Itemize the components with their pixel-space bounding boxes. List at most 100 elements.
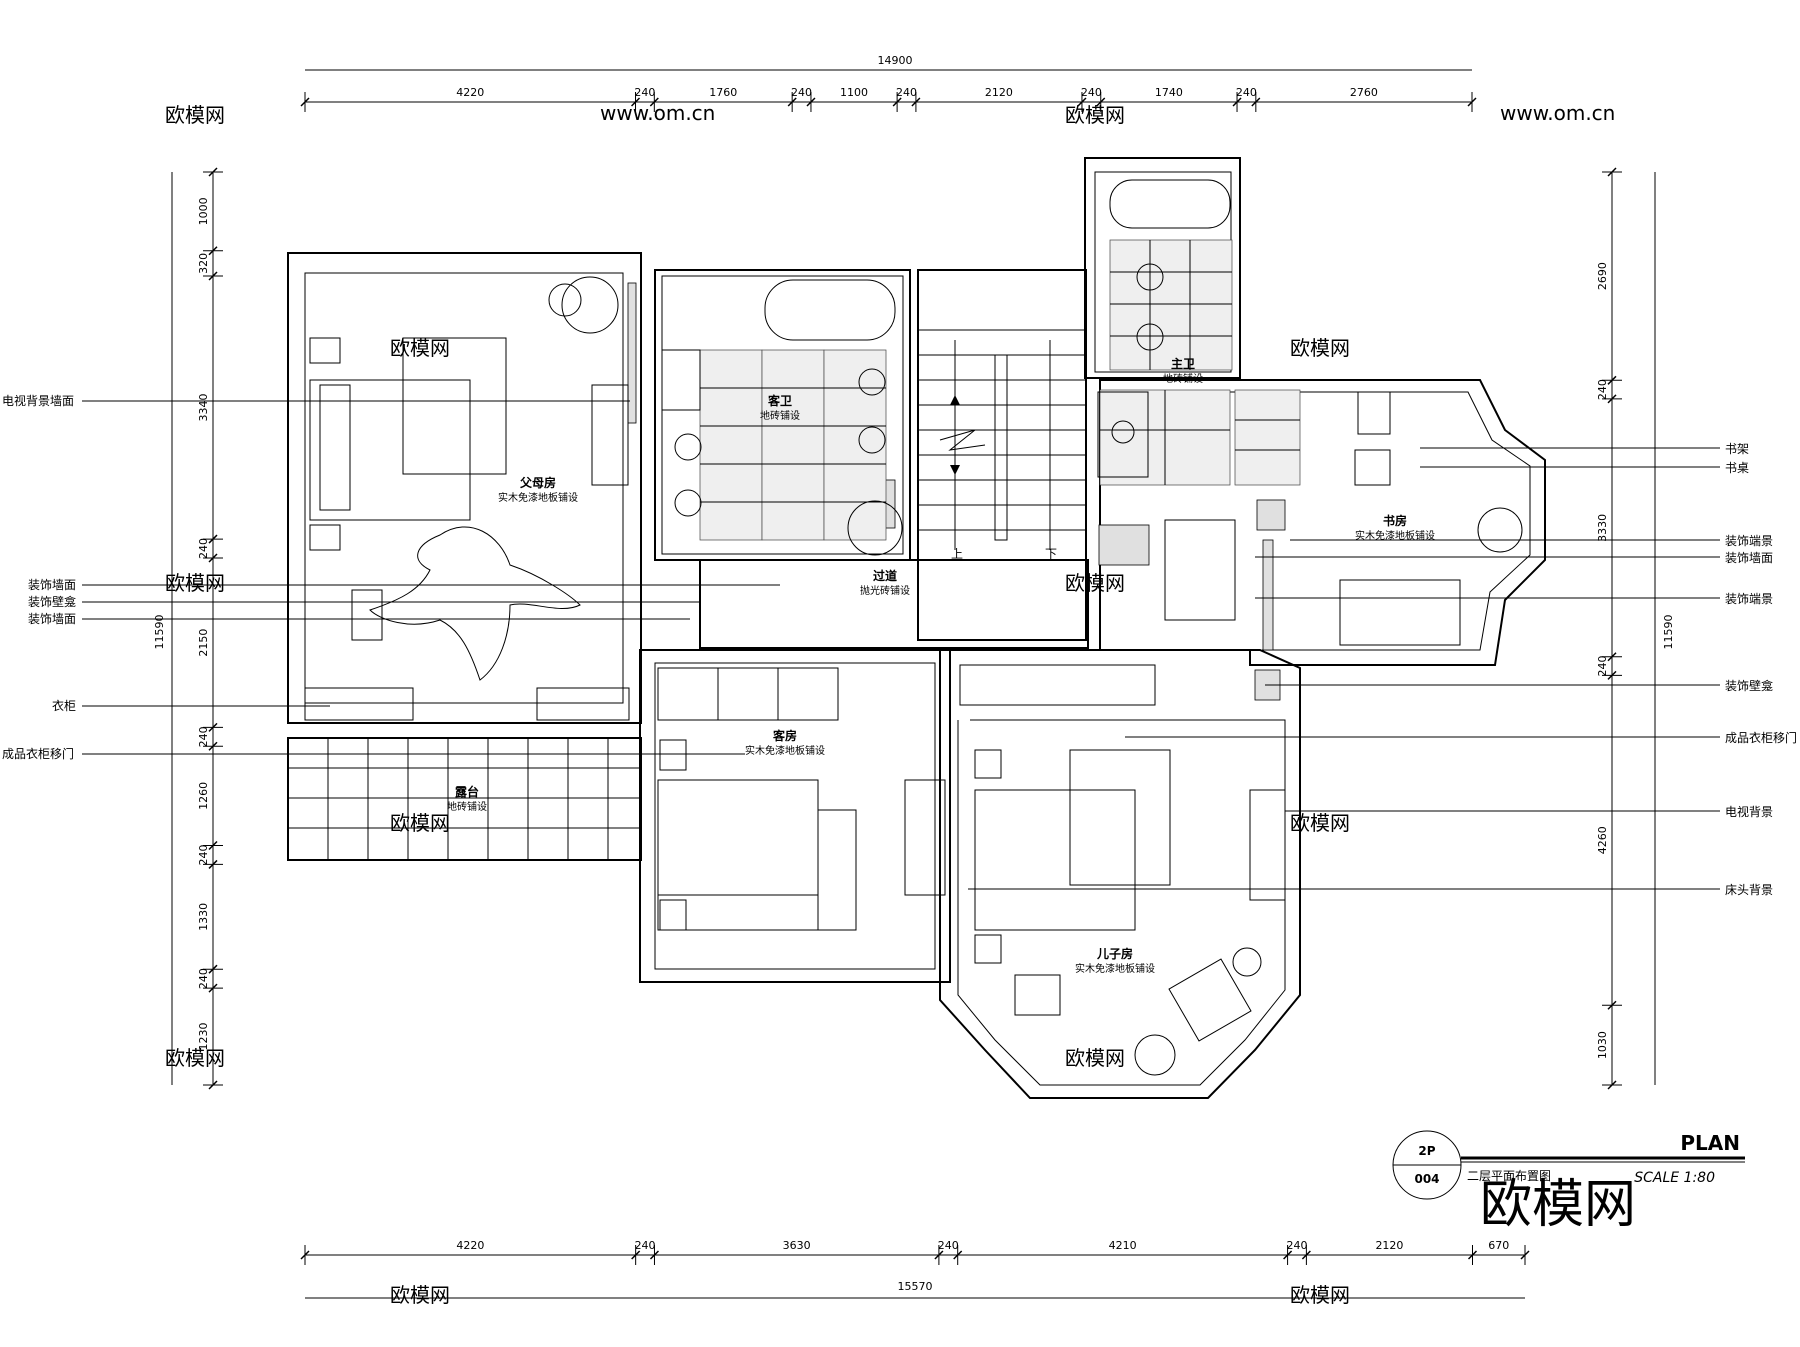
dimension-label: 1330 bbox=[197, 903, 210, 931]
sink-icon bbox=[1111, 420, 1135, 444]
watermark: 欧模网 bbox=[390, 1283, 450, 1307]
plant-icon bbox=[548, 283, 582, 317]
room-floor-terrace: 地砖铺设 bbox=[447, 800, 487, 813]
toilet-icon bbox=[674, 433, 702, 461]
sheet-number-bottom: 004 bbox=[1414, 1172, 1439, 1186]
dimension-label: 1000 bbox=[197, 197, 210, 225]
shower-icon bbox=[661, 349, 701, 411]
watermark: www.om.cn bbox=[1500, 101, 1615, 125]
bed-icon bbox=[974, 789, 1136, 931]
dresser-icon bbox=[351, 589, 383, 641]
callout-label: 书架 bbox=[1725, 442, 1749, 456]
callout-label: 成品衣柜移门 bbox=[2, 746, 74, 761]
dimension-total-right: 11590 bbox=[1662, 615, 1675, 650]
room-floor-parents: 实木免漆地板铺设 bbox=[498, 491, 578, 504]
dimension-label: 4260 bbox=[1596, 826, 1609, 854]
watermark: 欧模网 bbox=[1065, 571, 1125, 595]
left-annotations: 电视背景墙面 装饰墙面 装饰壁龛 装饰墙面 衣柜 成品衣柜移门 bbox=[2, 393, 780, 761]
plant-icon bbox=[847, 500, 903, 556]
room-name-son-room: 儿子房 bbox=[1096, 946, 1133, 961]
room-labels: 父母房 实木免漆地板铺设 客卫 地砖铺设 主卫 地砖铺设 过道 抛光砖铺设 书房… bbox=[447, 356, 1435, 975]
wardrobe-icon bbox=[536, 687, 630, 721]
nightstand-icon bbox=[974, 749, 1002, 779]
dimension-label: 240 bbox=[1236, 86, 1257, 99]
sheet-number-top: 2P bbox=[1418, 1144, 1435, 1158]
callout-label: 装饰壁龛 bbox=[1725, 678, 1773, 693]
callout-label: 电视背景墙面 bbox=[2, 393, 74, 408]
furniture bbox=[304, 179, 1523, 1076]
dimension-label: 1100 bbox=[840, 86, 868, 99]
watermark: 欧模网 bbox=[165, 1046, 225, 1070]
tv-cabinet-icon bbox=[1249, 789, 1286, 901]
room-floor-corridor: 抛光砖铺设 bbox=[860, 584, 910, 597]
brand-logo: 欧模网 bbox=[1480, 1175, 1636, 1235]
room-name-master-bath: 主卫 bbox=[1171, 356, 1195, 371]
room-name-terrace: 露台 bbox=[455, 784, 479, 799]
dimension-total-top: 14900 bbox=[878, 54, 913, 67]
armchair-icon bbox=[1168, 958, 1252, 1042]
dimension-label: 3630 bbox=[783, 1239, 811, 1252]
bed-icon bbox=[657, 779, 819, 896]
dimension-label: 670 bbox=[1488, 1239, 1509, 1252]
callout-label: 成品衣柜移门 bbox=[1725, 730, 1797, 745]
plant-icon bbox=[561, 276, 619, 334]
room-floor-guest-bath: 地砖铺设 bbox=[760, 409, 800, 422]
callout-label: 电视背景 bbox=[1725, 804, 1773, 819]
dimension-label: 240 bbox=[938, 1239, 959, 1252]
bathtub-icon bbox=[1109, 179, 1231, 229]
room-name-corridor: 过道 bbox=[873, 568, 897, 583]
chair-icon bbox=[1354, 449, 1391, 486]
dimension-label: 1760 bbox=[709, 86, 737, 99]
dimension-label: 2150 bbox=[197, 629, 210, 657]
plan-label: PLAN bbox=[1680, 1131, 1740, 1155]
rug-icon bbox=[369, 526, 581, 681]
callout-label: 装饰墙面 bbox=[1725, 551, 1773, 565]
nightstand-icon bbox=[659, 739, 687, 771]
dimension-label: 240 bbox=[1286, 1239, 1307, 1252]
dimension-label: 2120 bbox=[1375, 1239, 1403, 1252]
wardrobe-icon bbox=[657, 667, 839, 721]
dimension-total-left: 11590 bbox=[153, 615, 166, 650]
callout-label: 衣柜 bbox=[52, 698, 76, 713]
nightstand-icon bbox=[974, 934, 1002, 964]
wall-terrace bbox=[287, 737, 642, 861]
plant-icon bbox=[1477, 507, 1523, 553]
callout-label: 装饰墙面 bbox=[28, 612, 76, 626]
wall-master-bath bbox=[1084, 157, 1241, 379]
watermark: 欧模网 bbox=[165, 103, 225, 127]
dimension-label: 240 bbox=[1081, 86, 1102, 99]
watermark: 欧模网 bbox=[1290, 1283, 1350, 1307]
dimension-label: 4210 bbox=[1109, 1239, 1137, 1252]
drawing-scale: SCALE 1:80 bbox=[1634, 1170, 1715, 1186]
sink-icon bbox=[858, 368, 886, 396]
dimension-label: 240 bbox=[634, 86, 655, 99]
nightstand-icon bbox=[309, 524, 341, 551]
stair-down-label: 下 bbox=[1045, 547, 1057, 561]
desk-icon bbox=[1357, 391, 1391, 435]
room-name-guest-bath: 客卫 bbox=[767, 393, 792, 408]
dimension-label: 1030 bbox=[1596, 1031, 1609, 1059]
wall-parents-room bbox=[287, 252, 642, 724]
watermark: 欧模网 bbox=[390, 336, 450, 360]
room-name-guest-room: 客房 bbox=[772, 728, 797, 743]
tv-cabinet-icon bbox=[591, 384, 629, 486]
dimension-label: 240 bbox=[896, 86, 917, 99]
dimension-label: 3340 bbox=[197, 394, 210, 422]
dimension-label: 240 bbox=[1596, 379, 1609, 400]
toilet-icon bbox=[674, 489, 702, 517]
dimension-label: 4220 bbox=[456, 1239, 484, 1252]
room-floor-son-room: 实木免漆地板铺设 bbox=[1075, 962, 1155, 975]
room-name-study: 书房 bbox=[1383, 513, 1407, 528]
room-name-parents: 父母房 bbox=[519, 475, 556, 490]
wardrobe-icon bbox=[959, 664, 1156, 706]
dimension-label: 1740 bbox=[1155, 86, 1183, 99]
plant-icon bbox=[1134, 1034, 1176, 1076]
watermark: 欧模网 bbox=[1065, 103, 1125, 127]
walls bbox=[287, 157, 1546, 1099]
bed-icon bbox=[309, 379, 471, 521]
dimension-total-bottom: 15570 bbox=[898, 1280, 933, 1293]
